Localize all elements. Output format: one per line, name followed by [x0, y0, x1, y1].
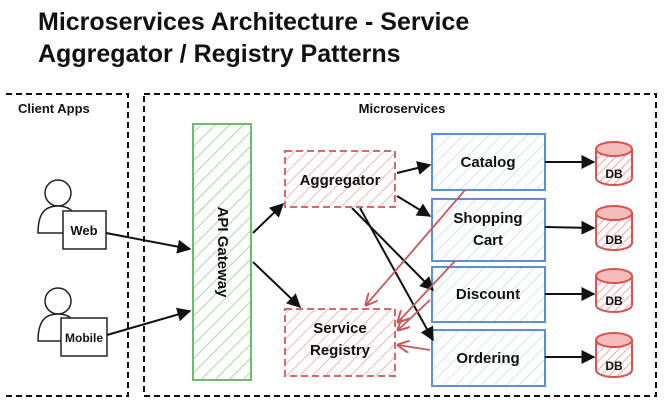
- service-catalog-label: Catalog: [460, 154, 515, 171]
- aggregator: Aggregator: [284, 150, 396, 208]
- db-ordering: DB: [595, 332, 633, 378]
- microservices-label: Microservices: [359, 101, 446, 116]
- client-web-label: Web: [70, 223, 97, 238]
- client-mobile-label: Mobile: [65, 331, 103, 345]
- service-ordering-label: Ordering: [456, 350, 519, 367]
- service-shopping-cart-label-2: Cart: [473, 232, 503, 249]
- title-line-1: Microservices Architecture - Service: [38, 8, 470, 36]
- db-ordering-label: DB: [605, 359, 623, 373]
- user-icon: [37, 179, 79, 234]
- flow-arrows: [105, 155, 596, 364]
- arrow-aggregator-to-cart: [396, 195, 432, 217]
- db-shopping-cart-label: DB: [605, 233, 623, 247]
- db-catalog-label: DB: [605, 167, 623, 181]
- service-discount-label: Discount: [456, 286, 520, 303]
- service-ordering: Ordering: [431, 329, 546, 387]
- service-registry-label-2: Registry: [310, 342, 371, 359]
- arrow-aggregator-to-discount: [351, 207, 434, 291]
- arrow-aggregator-to-ordering: [359, 207, 434, 342]
- service-shopping-cart-label-1: Shopping: [453, 210, 522, 227]
- arrow-cart-to-registry: [398, 260, 456, 322]
- service-registry-label-1: Service: [313, 320, 366, 337]
- client-mobile: Mobile: [37, 287, 108, 357]
- service-discount: Discount: [431, 266, 546, 323]
- arrow-gateway-to-registry: [252, 261, 302, 308]
- db-shopping-cart: DB: [595, 205, 633, 251]
- aggregator-label: Aggregator: [300, 172, 381, 189]
- arrow-web-to-gateway: [105, 232, 192, 254]
- arrow-mobile-to-gateway: [106, 307, 192, 336]
- arrow-discount-to-registry: [398, 299, 431, 330]
- arrow-cart-to-db: [544, 220, 596, 235]
- arrow-gateway-to-aggregator: [252, 203, 285, 234]
- db-discount-label: DB: [605, 294, 623, 308]
- api-gateway: API Gateway: [192, 123, 252, 381]
- mobile-box: [60, 317, 108, 357]
- microservices-region: Microservices: [143, 93, 657, 397]
- web-box: [62, 210, 107, 250]
- client-apps-label: Client Apps: [18, 101, 90, 116]
- api-gateway-label: API Gateway: [214, 207, 231, 299]
- arrow-aggregator-to-catalog: [396, 161, 432, 175]
- service-shopping-cart: Shopping Cart: [431, 198, 546, 262]
- db-discount: DB: [595, 268, 633, 313]
- db-catalog: DB: [595, 141, 633, 186]
- client-web: Web: [37, 179, 107, 250]
- title-line-2: Aggregator / Registry Patterns: [38, 40, 401, 68]
- client-apps-region: Client Apps: [6, 93, 129, 397]
- arrow-catalog-to-registry: [366, 189, 466, 305]
- service-catalog: Catalog: [431, 133, 546, 191]
- arrow-ordering-to-registry: [398, 345, 431, 350]
- page-title: Microservices Architecture - Service Agg…: [38, 6, 469, 70]
- service-registry: Service Registry: [284, 308, 396, 377]
- registry-arrows: [366, 189, 466, 350]
